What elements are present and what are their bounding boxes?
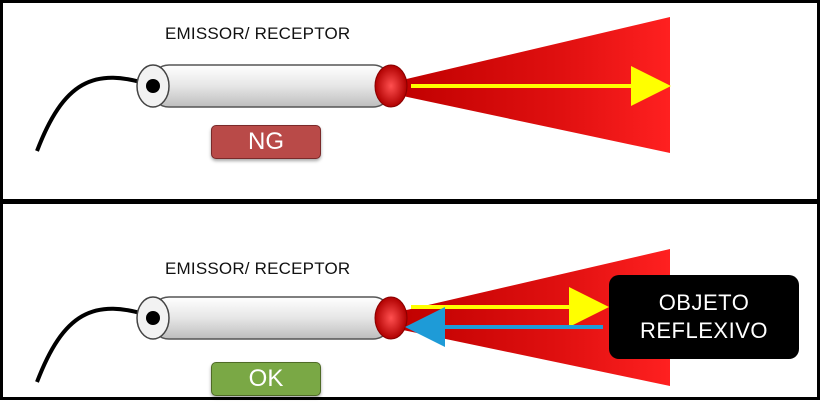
status-badge-ng: NG bbox=[211, 125, 321, 159]
sensor-label: EMISSOR/ RECEPTOR bbox=[165, 259, 351, 278]
sensor-diagram-top bbox=[35, 17, 671, 153]
sensor-diagram-bottom bbox=[35, 249, 670, 386]
sensor-label: EMISSOR/ RECEPTOR bbox=[165, 24, 351, 43]
light-beam bbox=[398, 249, 670, 386]
object-label-line2: REFLEXIVO bbox=[640, 318, 768, 343]
object-label-line1: OBJETO bbox=[658, 290, 750, 315]
sensor-cable bbox=[35, 75, 154, 152]
panel-no-object: EMISSOR/ RECEPTOR NG bbox=[3, 3, 817, 199]
sensor-body bbox=[150, 64, 392, 108]
cable-port bbox=[146, 311, 160, 325]
sensor-lens bbox=[374, 64, 408, 108]
panel-with-object: EMISSOR/ RECEPTOR OBJETO REFLEXIVO OK bbox=[3, 204, 817, 403]
sensor-body bbox=[150, 296, 392, 340]
status-badge-ok: OK bbox=[211, 362, 321, 396]
panel-divider bbox=[3, 199, 817, 204]
sensor-lens bbox=[374, 296, 408, 340]
cable-port bbox=[146, 79, 160, 93]
sensor-cable bbox=[35, 306, 154, 383]
reflective-object: OBJETO REFLEXIVO bbox=[609, 275, 799, 359]
